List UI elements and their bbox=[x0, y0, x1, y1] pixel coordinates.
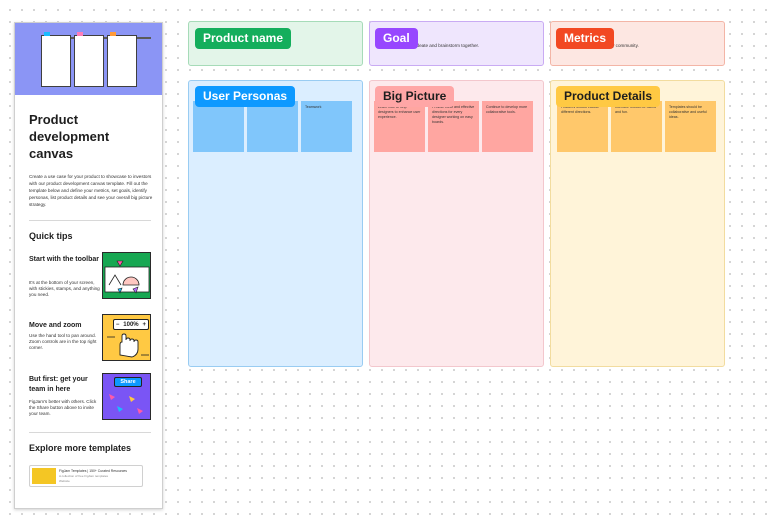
template-link-card[interactable]: FigJam Templates | 150+ Curated Resource… bbox=[29, 465, 143, 487]
zoom-out-icon: − bbox=[115, 321, 120, 328]
divider bbox=[29, 220, 151, 221]
tip-body: It's at the bottom of your screen, with … bbox=[29, 280, 100, 298]
zoom-control: − 100% + bbox=[113, 319, 149, 330]
tip-title: But first: get your team in here bbox=[29, 376, 88, 393]
hand-icon bbox=[107, 333, 149, 358]
section-label-product-details[interactable]: Product Details bbox=[556, 86, 661, 107]
section-label-product-name[interactable]: Product name bbox=[195, 28, 292, 49]
template-thumbnail bbox=[32, 468, 56, 484]
zoom-level: 100% bbox=[123, 321, 139, 328]
cursor-icon bbox=[109, 394, 143, 414]
template-link-title: FigJam Templates | 150+ Curated Resource… bbox=[59, 469, 128, 473]
sticky-note[interactable]: Provide clear and effective directions f… bbox=[428, 101, 479, 152]
sticky-note[interactable]: Teamwork bbox=[301, 101, 352, 152]
template-info-panel: Product development canvas Create a use … bbox=[14, 22, 163, 509]
sticky-note[interactable] bbox=[247, 101, 298, 152]
sticky-note[interactable]: Features should include different direct… bbox=[557, 101, 608, 152]
section-label-big-picture[interactable]: Big Picture bbox=[375, 86, 455, 107]
section-label-user-personas[interactable]: User Personas bbox=[195, 86, 296, 107]
hero-tab bbox=[110, 32, 116, 36]
section-label-goal[interactable]: Goal bbox=[375, 28, 418, 49]
sticky-note[interactable]: Continue to develop more collaborative t… bbox=[482, 101, 533, 152]
tip-title: Start with the toolbar bbox=[29, 256, 99, 263]
section-hint-goal: Use this space to ideate and brainstorm … bbox=[379, 43, 480, 48]
hero-tab bbox=[77, 32, 83, 36]
sticky-note[interactable] bbox=[193, 101, 244, 152]
hero-illustration bbox=[15, 23, 162, 95]
toolbar-illustration bbox=[102, 252, 151, 299]
hero-card bbox=[41, 35, 71, 87]
sticky-note[interactable]: Interface should be useful and fun. bbox=[611, 101, 662, 152]
zoom-illustration: − 100% + bbox=[102, 314, 151, 361]
explore-templates-heading: Explore more templates bbox=[29, 443, 132, 453]
section-label-metrics[interactable]: Metrics bbox=[556, 28, 615, 49]
template-link-meta: Website bbox=[59, 479, 70, 483]
template-link-subtitle: A collection of free FigJam templates bbox=[59, 474, 109, 478]
hero-card bbox=[74, 35, 104, 87]
tip-body: FigJam's better with others. Click the S… bbox=[29, 399, 97, 417]
share-button: Share bbox=[114, 377, 142, 387]
hero-tab bbox=[44, 32, 50, 36]
share-illustration: Share bbox=[102, 373, 151, 420]
tip-title: Move and zoom bbox=[29, 322, 82, 329]
template-title: Product development canvas bbox=[29, 112, 110, 161]
hero-card bbox=[107, 35, 137, 87]
zoom-in-icon: + bbox=[142, 321, 147, 328]
sticky-note[interactable]: Templates should be collaborative and us… bbox=[665, 101, 716, 152]
tip-body: Use the hand tool to pan around. Zoom co… bbox=[29, 333, 97, 351]
template-description: Create a use case for your product to sh… bbox=[29, 174, 153, 207]
divider bbox=[29, 432, 151, 433]
quick-tips-heading: Quick tips bbox=[29, 231, 73, 241]
sticky-note[interactable]: Learn how to help designers to enhance u… bbox=[374, 101, 425, 152]
